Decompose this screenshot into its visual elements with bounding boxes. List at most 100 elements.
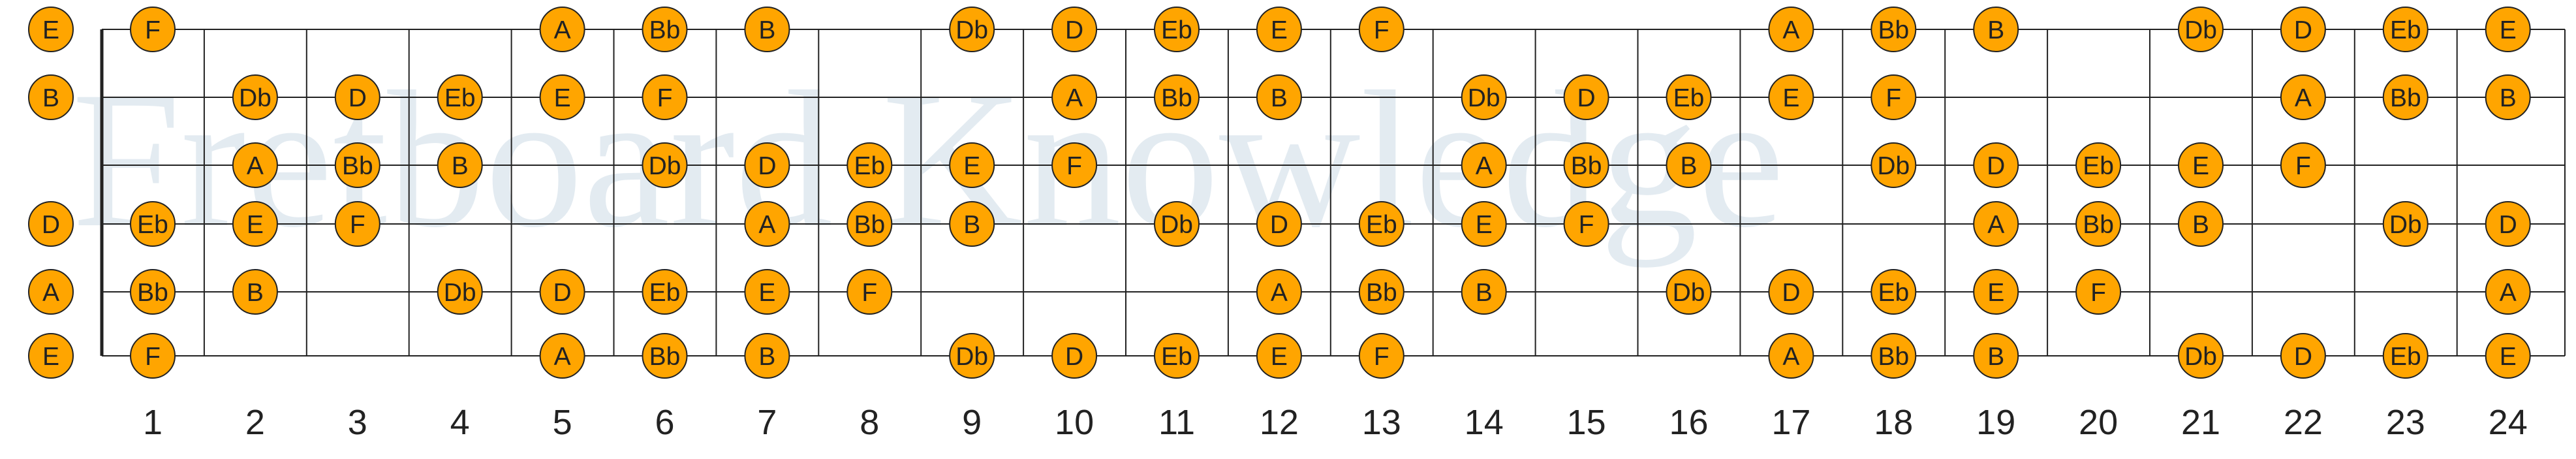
note-s6-f18: Bb (1870, 333, 1917, 379)
note-s2-f23: Bb (2382, 74, 2429, 120)
note-label: B (1987, 343, 2004, 371)
note-s3-f15: Bb (1563, 142, 1609, 188)
note-label: B (758, 343, 775, 371)
note-circle (130, 7, 176, 52)
note-s1-f17: A (1768, 7, 1814, 52)
note-circle (1256, 333, 1302, 379)
note-s1-f1: F (130, 7, 176, 52)
note-circle (1256, 74, 1302, 120)
fret-number-20: 20 (2079, 403, 2118, 442)
note-circle (1973, 142, 2019, 188)
note-label: B (452, 152, 469, 180)
note-label: E (1271, 16, 1288, 44)
note-label: B (1271, 84, 1288, 112)
note-label: D (2499, 211, 2517, 239)
note-s5-f7: E (744, 269, 790, 315)
note-label: A (554, 16, 571, 44)
fret-number-2: 2 (245, 403, 265, 442)
note-circle (949, 201, 995, 247)
note-circle (1870, 269, 1917, 315)
note-label: B (963, 211, 980, 239)
note-label: Bb (2390, 84, 2421, 112)
note-label: B (42, 84, 59, 112)
note-circle (744, 333, 790, 379)
note-s5-f14: B (1461, 269, 1507, 315)
note-circle (1768, 74, 1814, 120)
note-circle (539, 333, 585, 379)
open-note-string-6: E (28, 333, 74, 379)
fret-number-19: 19 (1976, 403, 2015, 442)
note-label: D (1577, 84, 1596, 112)
note-label: F (657, 84, 673, 112)
note-label: D (1270, 211, 1288, 239)
note-circle (642, 7, 688, 52)
fret-number-13: 13 (1362, 403, 1401, 442)
note-s4-f8: Bb (846, 201, 893, 247)
note-s4-f19: A (1973, 201, 2019, 247)
fret-number-18: 18 (1874, 403, 1913, 442)
note-circle (1666, 74, 1712, 120)
note-circle (1973, 7, 2019, 52)
note-s1-f5: A (539, 7, 585, 52)
note-circle (232, 142, 278, 188)
note-s3-f7: D (744, 142, 790, 188)
note-circle (1358, 269, 1404, 315)
note-circle (744, 201, 790, 247)
note-s2-f3: D (334, 74, 380, 120)
note-s5-f8: F (846, 269, 893, 315)
fret-number-14: 14 (1465, 403, 1504, 442)
note-circle (1358, 333, 1404, 379)
note-s5-f6: Eb (642, 269, 688, 315)
note-circle (1358, 201, 1404, 247)
note-circle (334, 74, 380, 120)
open-note-string-2: B (28, 74, 74, 120)
note-circle (1768, 269, 1814, 315)
note-s4-f14: E (1461, 201, 1507, 247)
note-s4-f9: B (949, 201, 995, 247)
fret-number-22: 22 (2284, 403, 2323, 442)
note-label: B (2192, 211, 2209, 239)
note-s1-f23: Eb (2382, 7, 2429, 52)
note-label: E (1987, 279, 2004, 307)
note-circle (2178, 201, 2224, 247)
note-label: Eb (444, 84, 476, 112)
note-circle (1666, 269, 1712, 315)
note-s3-f9: E (949, 142, 995, 188)
note-circle (1051, 7, 1098, 52)
note-circle (949, 142, 995, 188)
note-label: E (758, 279, 775, 307)
note-s3-f10: F (1051, 142, 1098, 188)
note-s2-f2: Db (232, 74, 278, 120)
note-label: Db (649, 152, 681, 180)
note-label: E (1476, 211, 1493, 239)
note-label: Bb (1878, 343, 1909, 371)
note-circle (1256, 201, 1302, 247)
note-circle (2485, 269, 2531, 315)
note-s2-f5: E (539, 74, 585, 120)
note-s3-f4: B (437, 142, 483, 188)
fret-number-4: 4 (450, 403, 470, 442)
note-circle (539, 7, 585, 52)
note-s2-f16: Eb (1666, 74, 1712, 120)
note-s3-f6: Db (642, 142, 688, 188)
note-circle (28, 7, 74, 52)
note-label: E (42, 343, 59, 371)
fret-number-10: 10 (1055, 403, 1094, 442)
note-label: E (1271, 343, 1288, 371)
note-circle (334, 201, 380, 247)
note-s1-f12: E (1256, 7, 1302, 52)
note-s2-f11: Bb (1154, 74, 1200, 120)
note-circle (1154, 201, 1200, 247)
note-s2-f4: Eb (437, 74, 483, 120)
note-s1-f9: Db (949, 7, 995, 52)
note-s2-f6: F (642, 74, 688, 120)
note-circle (1870, 333, 1917, 379)
note-s1-f21: Db (2178, 7, 2224, 52)
note-label: F (1885, 84, 1901, 112)
note-label: Eb (1673, 84, 1705, 112)
note-s3-f14: A (1461, 142, 1507, 188)
note-label: F (1066, 152, 1082, 180)
note-circle (232, 201, 278, 247)
note-s4-f20: Bb (2075, 201, 2122, 247)
note-s4-f13: Eb (1358, 201, 1404, 247)
